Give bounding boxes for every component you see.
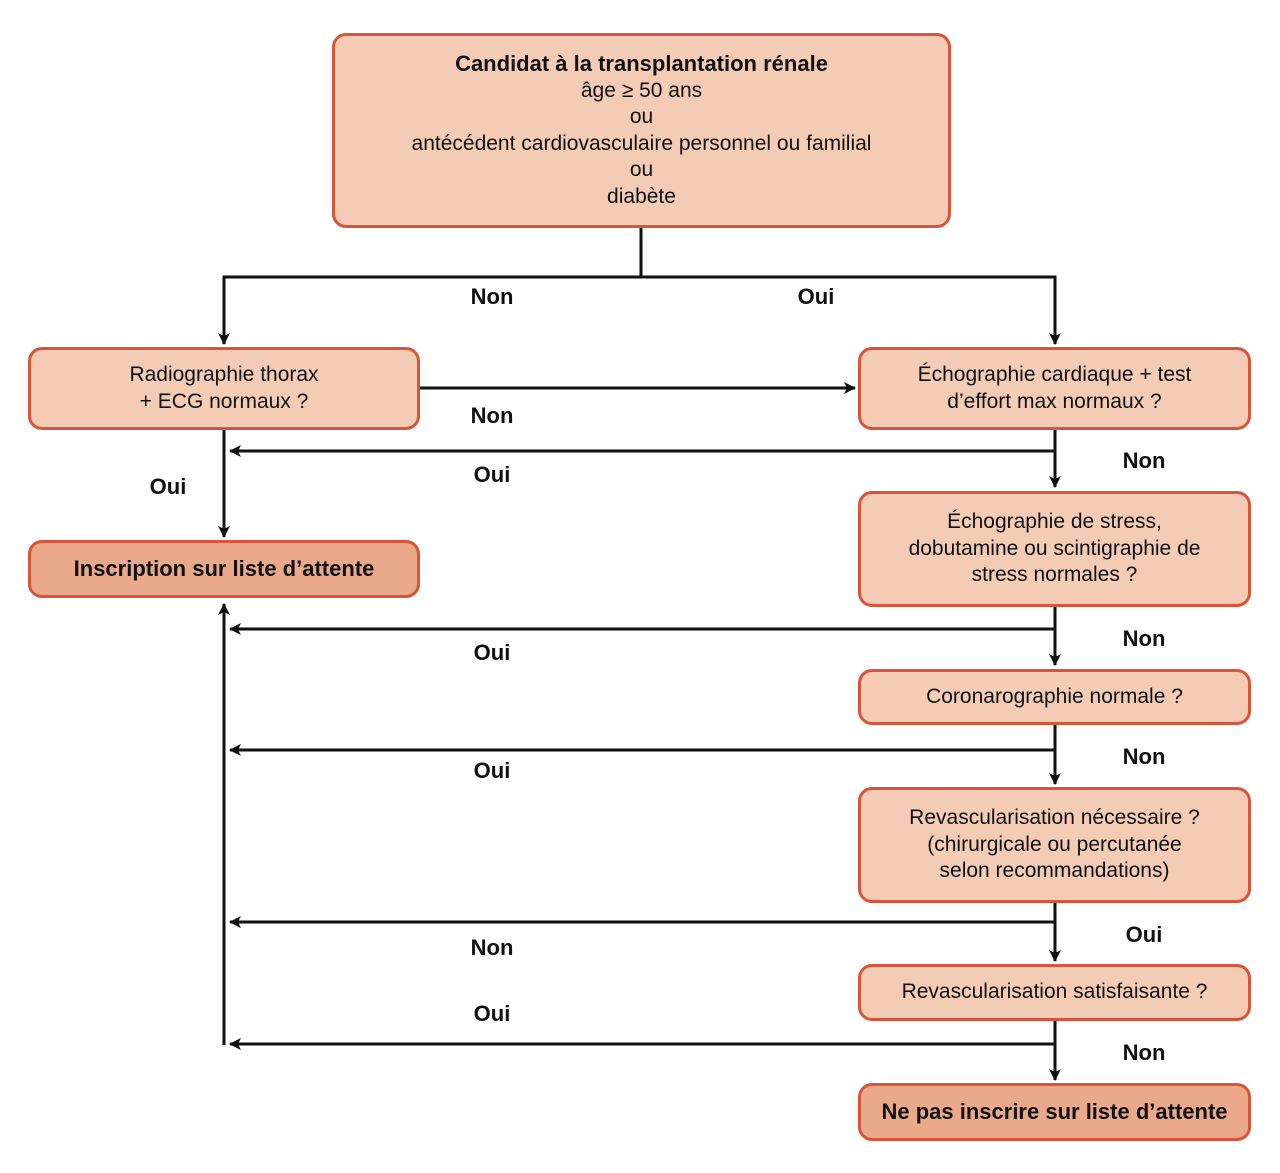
edge-label-corono-oui: Oui — [473, 758, 511, 783]
edge-label-stress-oui: Oui — [473, 640, 511, 665]
node-echo-line: d’effort max normaux ? — [947, 389, 1162, 413]
edge-label-revasc-ok-oui: Oui — [473, 1001, 511, 1026]
edge-label-revasc-oui: Oui — [1125, 922, 1163, 947]
edge-label-echo-oui: Oui — [473, 462, 511, 487]
node-start: Candidat à la transplantation rénale âge… — [332, 33, 951, 228]
node-start-line: âge ≥ 50 ans — [580, 78, 703, 102]
node-stress-line: stress normales ? — [971, 563, 1138, 587]
node-corono: Coronarographie normale ? — [858, 669, 1251, 725]
edge-label-revasc-non: Non — [470, 935, 514, 960]
node-revasc-line: (chirurgicale ou percutanée — [927, 832, 1182, 856]
node-inscription-label: Inscription sur liste d’attente — [73, 555, 375, 581]
node-radio-line: + ECG normaux ? — [139, 389, 309, 413]
node-revasc-line: Revascularisation nécessaire ? — [909, 806, 1200, 830]
node-radio: Radiographie thorax + ECG normaux ? — [28, 347, 420, 430]
connector-start-non — [218, 275, 641, 345]
node-no-inscription: Ne pas inscrire sur liste d’attente — [858, 1083, 1251, 1141]
edge-label-corono-non: Non — [1122, 744, 1166, 769]
edge-label-stress-non: Non — [1122, 626, 1166, 651]
node-echo-line: Échographie cardiaque + test — [917, 363, 1192, 386]
node-no-inscription-label: Ne pas inscrire sur liste d’attente — [881, 1098, 1228, 1124]
node-start-line: ou — [629, 105, 654, 128]
node-revasc-ok-line: Revascularisation satisfaisante ? — [901, 980, 1208, 1004]
node-revasc-ok: Revascularisation satisfaisante ? — [858, 964, 1251, 1021]
node-stress: Échographie de stress, dobutamine ou sci… — [858, 491, 1251, 607]
node-start-title: Candidat à la transplantation rénale — [455, 51, 828, 76]
node-revasc-line: selon recommandations) — [939, 859, 1170, 883]
node-corono-line: Coronarographie normale ? — [926, 684, 1183, 708]
edge-label-start-non: Non — [470, 284, 514, 309]
node-stress-line: dobutamine ou scintigraphie de — [908, 536, 1201, 560]
node-start-line: ou — [629, 158, 654, 181]
node-echo: Échographie cardiaque + test d’effort ma… — [858, 347, 1251, 430]
edge-label-echo-non: Non — [1122, 448, 1166, 473]
edge-label-radio-non: Non — [470, 403, 514, 428]
node-radio-line: Radiographie thorax — [129, 363, 319, 386]
node-stress-line: Échographie de stress, — [947, 510, 1162, 534]
node-inscription: Inscription sur liste d’attente — [28, 540, 420, 598]
edge-label-revasc-ok-non: Non — [1122, 1040, 1166, 1065]
connector-start-oui — [641, 275, 1061, 345]
node-start-line: diabète — [607, 184, 676, 208]
edge-label-radio-oui: Oui — [149, 474, 187, 499]
edge-label-start-oui: Oui — [797, 284, 835, 309]
node-start-line: antécédent cardiovasculaire personnel ou… — [411, 131, 872, 155]
node-revasc: Revascularisation nécessaire ? (chirurgi… — [858, 787, 1251, 903]
